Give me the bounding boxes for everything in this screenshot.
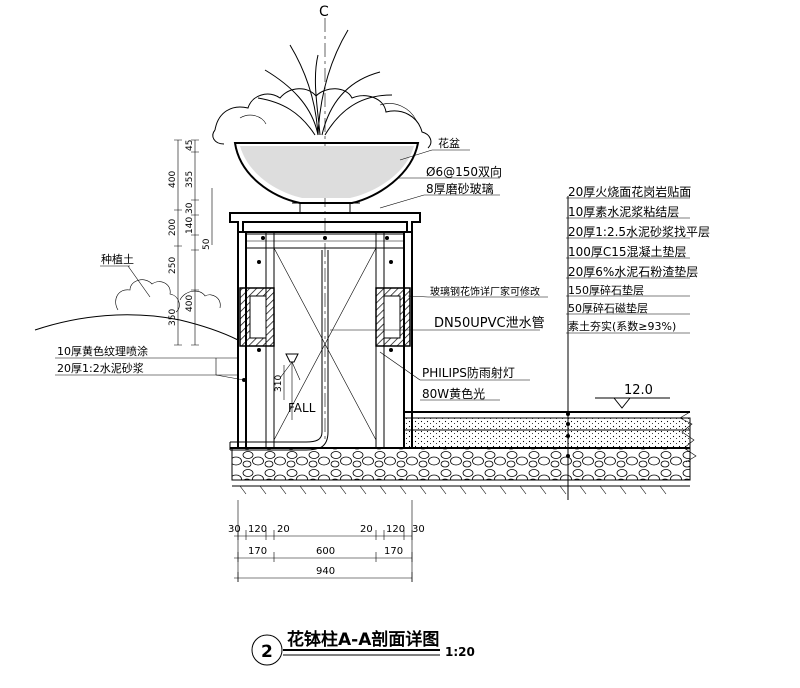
- title-block: 2 花钵柱A-A剖面详图 1:20: [251, 629, 475, 666]
- label-drain-pipe: DN50UPVC泄水管: [434, 316, 545, 331]
- dim-350: 350: [168, 309, 178, 326]
- lamp-fixture: [279, 353, 301, 420]
- detail-number-circle: [251, 634, 283, 666]
- horizontal-dimensions: 30 120 20 20 120 30 170 600 170 940: [228, 500, 425, 582]
- dim-250: 250: [168, 257, 178, 274]
- detail-number: 2: [261, 642, 273, 662]
- dim-h-170b: 170: [384, 546, 403, 557]
- label-glass-steel: 玻璃钢花饰详厂家可修改: [430, 285, 540, 298]
- layer-2: 10厚素水泥浆粘结层: [568, 204, 679, 219]
- label-lamp-brand: PHILIPS防雨射灯: [422, 365, 515, 380]
- label-rebar: Ø6@150双向: [426, 164, 502, 179]
- dim-h-940: 940: [316, 566, 335, 577]
- layer-6: 150厚碎石垫层: [568, 283, 644, 297]
- layer-7: 50厚碎石磁垫层: [568, 301, 648, 315]
- label-flower-pot: 花盆: [438, 136, 460, 150]
- vertical-dimensions: 400 200 250 45 355 30 140 50 350 400 310: [168, 140, 285, 400]
- dim-50: 50: [202, 238, 212, 250]
- dim-h-600: 600: [316, 546, 335, 557]
- dim-400: 400: [168, 171, 178, 188]
- paving-layers: [230, 411, 697, 495]
- dim-400b: 400: [185, 295, 195, 312]
- drain-pipe: [229, 250, 329, 451]
- dim-200: 200: [168, 219, 178, 236]
- label-fall: FALL: [288, 401, 316, 415]
- layer-list: 20厚火烧面花岗岩贴面 10厚素水泥浆粘结层 20厚1:2.5水泥砂浆找平层 1…: [566, 184, 710, 334]
- layer-3: 20厚1:2.5水泥砂浆找平层: [568, 224, 710, 239]
- layer-1: 20厚火烧面花岗岩贴面: [568, 184, 691, 199]
- layer-leader: [566, 196, 570, 500]
- dim-h-170a: 170: [248, 546, 267, 557]
- drawing-scale: 1:20: [445, 645, 475, 659]
- label-lamp-power: 80W黄色光: [422, 387, 485, 401]
- planting-soil-mound: [34, 279, 239, 341]
- label-frosted-glass: 8厚磨砂玻璃: [426, 182, 494, 196]
- centerline-mark: C: [319, 4, 329, 20]
- elevation-marker: 12.0: [595, 383, 670, 409]
- dim-45: 45: [185, 140, 195, 151]
- dim-h-120a: 120: [248, 524, 267, 535]
- dim-h-20b: 20: [360, 524, 373, 535]
- dim-h-20a: 20: [277, 524, 290, 535]
- label-planting-soil: 种植土: [101, 252, 134, 266]
- glass-steel-panels: [239, 287, 411, 347]
- layer-5: 20厚6%水泥石粉渣垫层: [568, 264, 698, 279]
- drawing-title: 花钵柱A-A剖面详图: [287, 629, 439, 650]
- label-yellow-paint: 10厚黄色纹理喷涂: [57, 344, 148, 358]
- dim-30: 30: [185, 202, 195, 214]
- flower-pot: [233, 142, 420, 214]
- plant-foliage: [212, 29, 432, 149]
- callouts: 花盆 Ø6@150双向 8厚磨砂玻璃 种植土 玻璃钢花饰详厂家可修改 DN50U…: [55, 136, 548, 415]
- label-mortar-left: 20厚1:2水泥砂浆: [57, 361, 144, 375]
- layer-8: 素土夯实(系数≥93%): [568, 319, 676, 333]
- elevation-value: 12.0: [624, 383, 653, 398]
- layer-4: 100厚C15混凝土垫层: [568, 244, 687, 259]
- dim-355: 355: [185, 171, 195, 188]
- dim-h-120b: 120: [386, 524, 405, 535]
- dim-310: 310: [274, 375, 284, 392]
- dim-h-30a: 30: [228, 524, 241, 535]
- dim-140: 140: [185, 217, 195, 234]
- dim-h-30b: 30: [412, 524, 425, 535]
